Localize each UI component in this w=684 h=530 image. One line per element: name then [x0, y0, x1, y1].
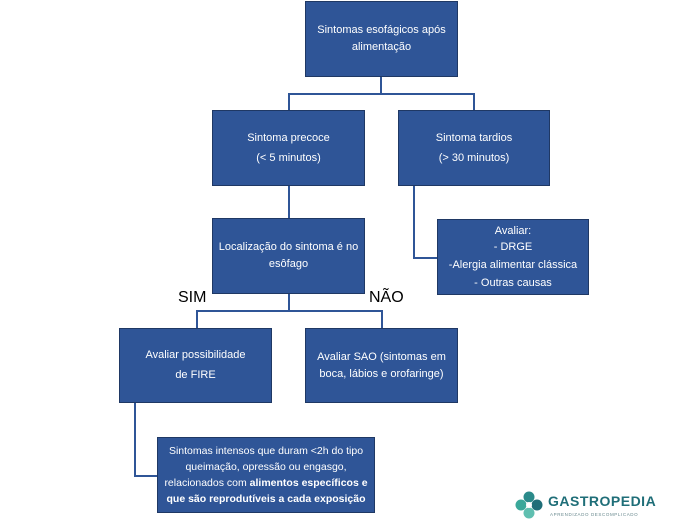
node-fire-line2: de FIRE: [175, 369, 216, 381]
node-late-line2: (> 30 minutos): [438, 151, 510, 164]
node-evaluate-late: Avaliar: - DRGE -Alergia alimentar cláss…: [437, 219, 589, 295]
connector-to-early: [288, 93, 290, 110]
node-evaluate-line2: - DRGE: [493, 241, 533, 253]
connector-top-horizontal: [288, 93, 475, 95]
connector-fire-down: [134, 403, 136, 477]
node-location: Localização do sintoma é no esôfago: [212, 218, 365, 294]
node-evaluate-line4: - Outras causas: [474, 277, 552, 289]
node-symptoms-line3-bold: alimentos específicos e: [249, 477, 368, 489]
logo-name: GASTROPEDIA: [548, 493, 657, 509]
node-fire-line1: Avaliar possibilidade: [145, 349, 246, 361]
node-location-line1: Localização do sintoma é no: [218, 241, 359, 253]
node-symptoms-line2: queimação, opressão ou engasgo,: [185, 461, 347, 473]
connector-mid-horizontal: [196, 310, 383, 312]
node-symptoms: Sintomas intensos que duram <2h do tipo …: [157, 437, 375, 513]
node-symptoms-line4: que são reprodutíveis a cada exposição: [167, 491, 366, 507]
connector-late-to-evaluate: [413, 257, 438, 259]
node-symptoms-line1: Sintomas intensos que duram <2h do tipo: [168, 445, 364, 457]
node-late-line1: Sintoma tardios: [435, 131, 513, 144]
node-sao: Avaliar SAO (sintomas em boca, lábios e …: [305, 328, 458, 403]
node-root-line1: Sintomas esofágicos após: [317, 24, 446, 36]
gastropedia-logo: GASTROPEDIA APRENDIZADO DESCOMPLICADO: [514, 488, 684, 522]
node-symptoms-line4-bold: que são reprodutíveis a cada exposição: [166, 493, 366, 505]
node-early-line1: Sintoma precoce: [247, 131, 330, 144]
node-location-line2: esôfago: [268, 258, 309, 270]
node-root-line2: alimentação: [351, 41, 412, 53]
connector-to-late: [473, 93, 475, 110]
node-evaluate-line3: -Alergia alimentar clássica: [448, 259, 578, 271]
connector-fire-to-symptoms: [134, 475, 158, 477]
node-early-symptom: Sintoma precoce (< 5 minutos): [212, 110, 365, 186]
connector-root-down: [380, 77, 382, 94]
node-sao-line2: boca, lábios e orofaringe): [319, 367, 444, 380]
node-late-symptom: Sintoma tardios (> 30 minutos): [398, 110, 550, 186]
node-root: Sintomas esofágicos após alimentação: [305, 1, 458, 77]
node-fire: Avaliar possibilidade de FIRE: [119, 328, 272, 403]
node-symptoms-line3: relacionados com alimentos específicos e: [164, 475, 367, 491]
connector-early-to-location: [288, 186, 290, 218]
node-sao-line1: Avaliar SAO (sintomas em: [317, 350, 446, 363]
connector-late-down: [413, 186, 415, 259]
gastropedia-logo-icon: [515, 491, 543, 519]
label-yes: SIM: [178, 289, 207, 306]
node-symptoms-line3-plain: relacionados com: [164, 477, 250, 489]
connector-location-down: [288, 294, 290, 311]
connector-to-sao: [381, 310, 383, 328]
node-early-line2: (< 5 minutos): [256, 151, 321, 164]
label-no: NÃO: [369, 289, 404, 306]
logo-tagline: APRENDIZADO DESCOMPLICADO: [550, 512, 639, 517]
node-evaluate-line1: Avaliar:: [494, 225, 532, 237]
connector-to-fire: [196, 310, 198, 328]
